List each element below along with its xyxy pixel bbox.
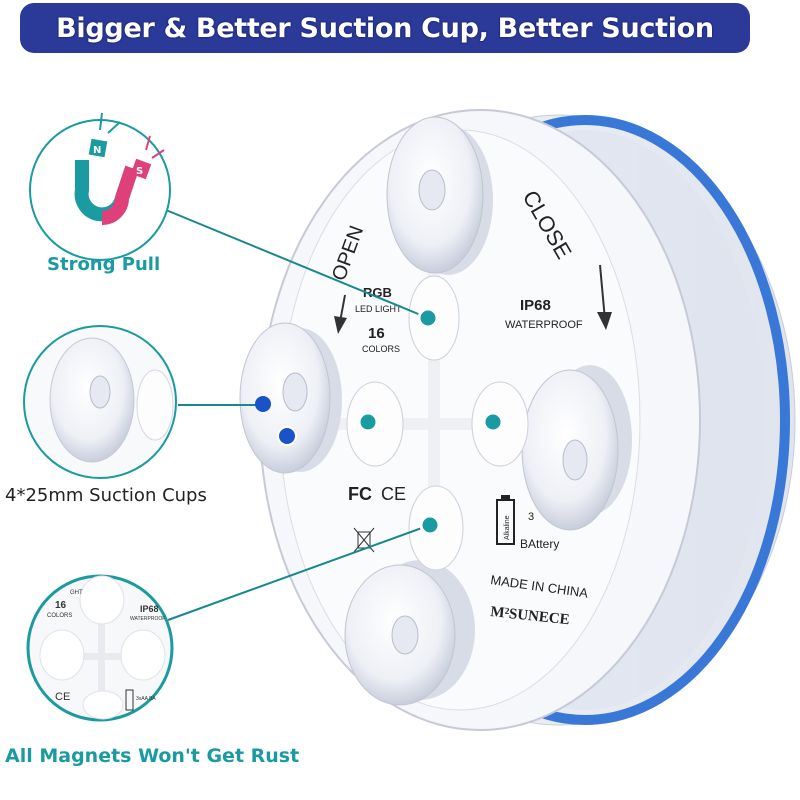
battery-icon: Alkaline (496, 495, 515, 545)
suction-cup-left (239, 322, 342, 474)
svg-text:16: 16 (55, 600, 67, 611)
svg-text:S: S (136, 166, 143, 177)
strong-pull-caption: Strong Pull (47, 254, 161, 275)
headline-banner: Bigger & Better Suction Cup, Better Suct… (20, 3, 750, 53)
battery-label: BAttery (520, 537, 559, 551)
fc-mark: FC (348, 484, 372, 504)
callout-strong-pull: N S (29, 112, 171, 261)
led-light-label: LED LIGHT (355, 304, 402, 314)
open-arrow-icon (334, 316, 347, 334)
callout-magnets: GHT 16 COLORS IP68 WATERPROOF CE 3xAA BA (26, 574, 174, 722)
callout-suction-cups (23, 325, 177, 479)
ip68-label: IP68 (520, 297, 551, 314)
battery-count: 3 (528, 511, 534, 523)
magnets-caption: All Magnets Won't Get Rust (5, 745, 300, 767)
svg-text:WATERPROOF: WATERPROOF (130, 616, 165, 622)
svg-text:Alkaline: Alkaline (504, 515, 511, 540)
color-count: 16 (368, 325, 385, 342)
waterproof-label: WATERPROOF (505, 319, 583, 331)
svg-text:COLORS: COLORS (47, 613, 72, 619)
suction-cup-right (521, 365, 632, 531)
svg-text:N: N (93, 145, 101, 156)
callout-lines (165, 209, 431, 621)
magnet-icon: N S (74, 112, 165, 225)
suction-cup-bottom (344, 560, 475, 706)
svg-text:GHT: GHT (70, 590, 83, 596)
svg-text:IP68: IP68 (140, 604, 159, 614)
rgb-label: RGB (363, 285, 392, 300)
suction-cups-caption: 4*25mm Suction Cups (5, 485, 207, 506)
svg-text:CE: CE (55, 691, 70, 703)
svg-text:3xAA BA: 3xAA BA (136, 696, 156, 702)
headline-text: Bigger & Better Suction Cup, Better Suct… (56, 12, 714, 44)
close-arrow-icon (597, 312, 612, 330)
highlight-dots (255, 307, 504, 536)
ce-mark: CE (381, 484, 406, 504)
suction-cup-top (386, 116, 493, 275)
colors-label: COLORS (362, 344, 400, 354)
